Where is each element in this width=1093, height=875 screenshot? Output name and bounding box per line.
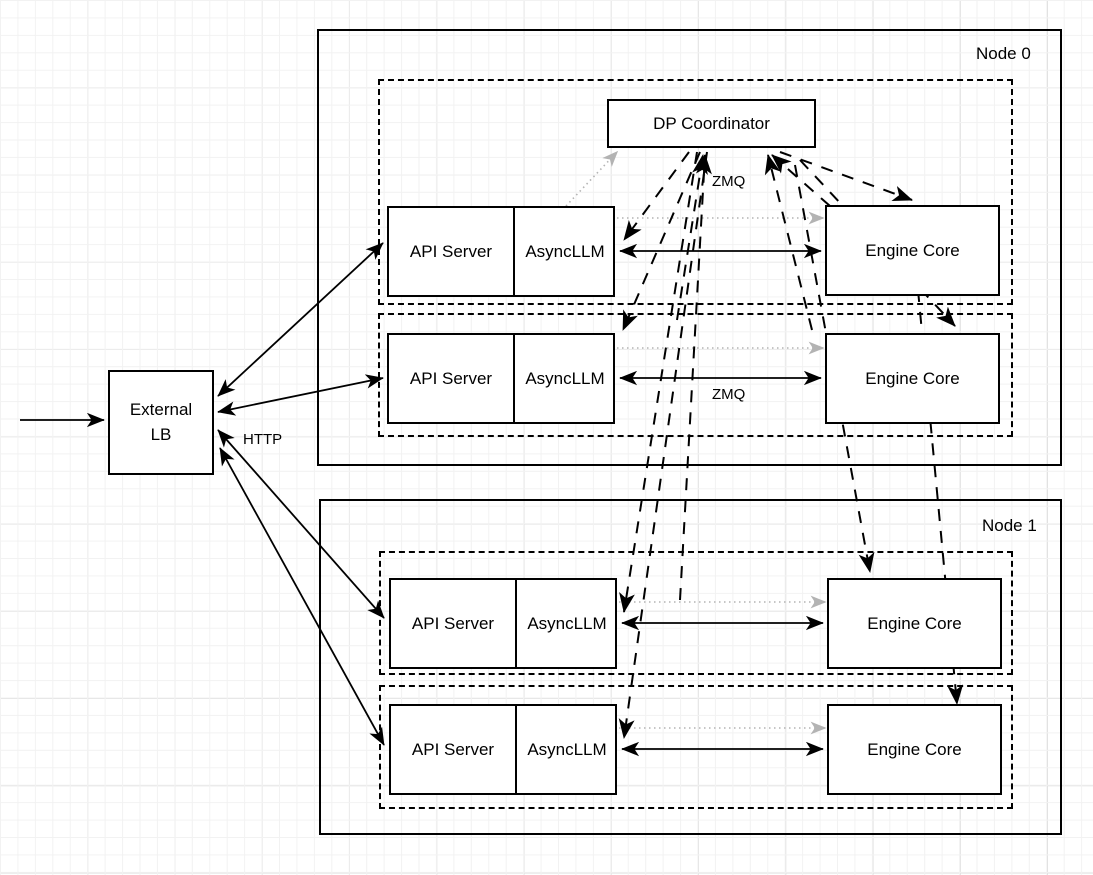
engine-core-n1-g0[interactable]: Engine Core [827,578,1002,669]
async-llm-label-n0-g0: AsyncLLM [513,208,615,295]
lb-to-api-n1-g1 [219,447,385,746]
asyncllm-to-coordinator-dotted [565,150,619,207]
coordinator-to-asyncllm-n0-g1 [622,151,701,331]
async-llm-label-n1-g0: AsyncLLM [515,580,617,667]
api-server-async-llm-n0-g0[interactable]: API Server AsyncLLM [387,206,615,297]
engine-core-label-n1-g1: Engine Core [867,739,962,759]
node-1-group-1 [379,685,1013,809]
engine-core-n0-g0[interactable]: Engine Core [825,205,1000,296]
zmq-label-top: ZMQ [712,173,746,190]
coordinator-to-asyncllm-n0-g0 [623,151,690,241]
coordinator-to-asyncllm-n1-g0 [619,151,698,613]
api-server-label-n0-g1: API Server [409,368,493,388]
engine-core-label-n0-g0: Engine Core [865,240,960,260]
enginecore-to-coordinator-n1-g0 [679,154,712,601]
external-lb-label-line1: External [129,399,193,419]
engine-core-label-n1-g0: Engine Core [867,613,962,633]
lb-to-api-n0-g0 [217,242,384,397]
api-server-label-n1-g1: API Server [411,739,495,759]
engine-core-n0-g1[interactable]: Engine Core [825,333,1000,424]
lb-to-api-n1-g0 [217,429,385,619]
dp-coordinator-box[interactable]: DP Coordinator [607,99,816,148]
zmq-label-bottom: ZMQ [712,386,746,403]
enginecore-to-coordinator-n1-g1 [676,154,708,321]
async-llm-label-n0-g1: AsyncLLM [513,335,615,422]
async-llm-label-n1-g1: AsyncLLM [515,706,617,793]
engine-core-label-n0-g1: Engine Core [865,368,960,388]
api-server-async-llm-n0-g1[interactable]: API Server AsyncLLM [387,333,615,424]
dp-coordinator-label: DP Coordinator [653,113,770,133]
external-lb-label-line2: LB [150,424,172,444]
enginecore-to-coordinator-n0-g1 [764,154,813,331]
coordinator-to-enginecore-n0-g0 [779,151,913,202]
node-0-label: Node 0 [976,44,1031,63]
node-1-label: Node 1 [982,516,1037,535]
node-0-group-0 [378,79,1013,305]
lb-to-api-n0-g1 [217,374,384,416]
http-label: HTTP [243,431,283,448]
api-server-label-n1-g0: API Server [411,613,495,633]
coordinator-to-asyncllm-n1-g1 [618,151,708,739]
api-server-label-n0-g0: API Server [409,241,493,261]
api-server-async-llm-n1-g1[interactable]: API Server AsyncLLM [389,704,617,795]
external-lb-box[interactable]: External LB [108,370,214,475]
engine-core-n1-g1[interactable]: Engine Core [827,704,1002,795]
api-server-async-llm-n1-g0[interactable]: API Server AsyncLLM [389,578,617,669]
